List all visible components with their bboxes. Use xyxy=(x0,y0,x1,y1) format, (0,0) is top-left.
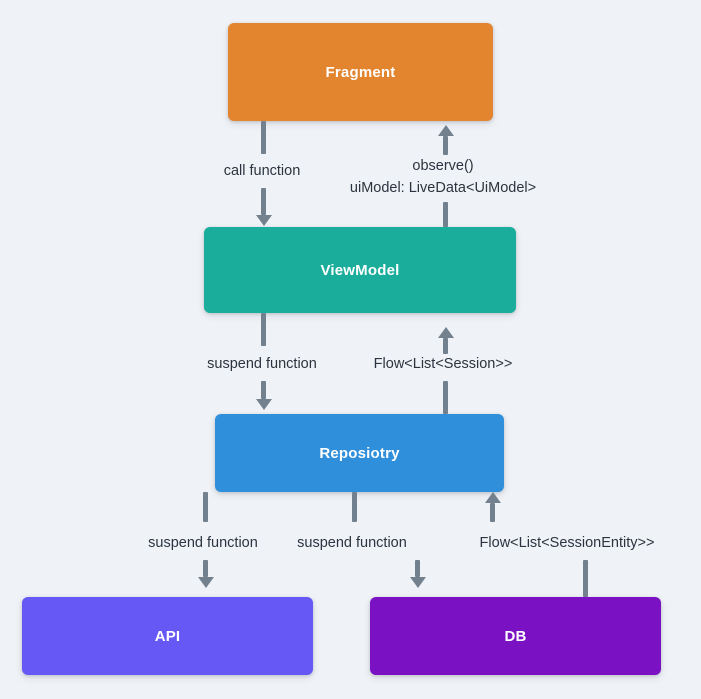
edge-viewmodel-to-fragment-label-line2: uiModel: LiveData<UiModel> xyxy=(349,180,537,196)
node-viewmodel-label: ViewModel xyxy=(320,261,400,279)
node-api[interactable]: API xyxy=(22,597,313,675)
edge-repository-to-db-label: suspend function xyxy=(297,535,407,551)
edge-repository-to-viewmodel-line-lower xyxy=(443,381,448,414)
edge-viewmodel-to-fragment-line-lower xyxy=(443,202,448,227)
edge-repository-to-db-line-upper xyxy=(352,492,357,522)
node-db[interactable]: DB xyxy=(370,597,661,675)
edge-db-to-repository-line-upper xyxy=(490,503,495,522)
edge-db-to-repository-line-lower xyxy=(583,560,588,597)
edge-viewmodel-to-repository-label: suspend function xyxy=(207,356,317,372)
edge-repository-to-viewmodel-arrowhead xyxy=(437,327,454,338)
edge-viewmodel-to-fragment-label: observe() uiModel: LiveData<UiModel> xyxy=(313,155,573,199)
edge-repository-to-api-line-upper xyxy=(203,492,208,522)
edge-viewmodel-to-repository-arrowhead xyxy=(255,399,272,410)
edge-viewmodel-to-fragment-arrowhead xyxy=(437,125,454,136)
node-fragment[interactable]: Fragment xyxy=(228,23,493,121)
edge-viewmodel-to-fragment-line-upper xyxy=(443,136,448,155)
node-fragment-label: Fragment xyxy=(325,63,396,81)
node-repository[interactable]: Reposiotry xyxy=(215,414,504,492)
edge-fragment-to-viewmodel-arrowhead xyxy=(255,215,272,226)
node-api-label: API xyxy=(154,627,181,645)
edge-viewmodel-to-repository-line-upper xyxy=(261,313,266,346)
node-db-label: DB xyxy=(504,627,527,645)
edge-repository-to-api-line-lower xyxy=(203,560,208,577)
node-viewmodel[interactable]: ViewModel xyxy=(204,227,516,313)
edge-repository-to-viewmodel-label: Flow<List<Session>> xyxy=(373,356,513,372)
edge-repository-to-db-arrowhead xyxy=(409,577,426,588)
edge-repository-to-api-arrowhead xyxy=(197,577,214,588)
edge-repository-to-db-line-lower xyxy=(415,560,420,577)
edge-fragment-to-viewmodel-line-lower xyxy=(261,188,266,215)
edge-repository-to-viewmodel-line-upper xyxy=(443,338,448,354)
edge-fragment-to-viewmodel-label: call function xyxy=(223,163,301,179)
edge-viewmodel-to-fragment-label-line1: observe() xyxy=(412,158,474,174)
edge-fragment-to-viewmodel-line-upper xyxy=(261,121,266,154)
edge-viewmodel-to-repository-line-lower xyxy=(261,381,266,399)
edge-db-to-repository-label: Flow<List<SessionEntity>> xyxy=(479,535,655,551)
node-repository-label: Reposiotry xyxy=(319,444,400,462)
edge-repository-to-api-label: suspend function xyxy=(148,535,258,551)
edge-db-to-repository-arrowhead xyxy=(484,492,501,503)
